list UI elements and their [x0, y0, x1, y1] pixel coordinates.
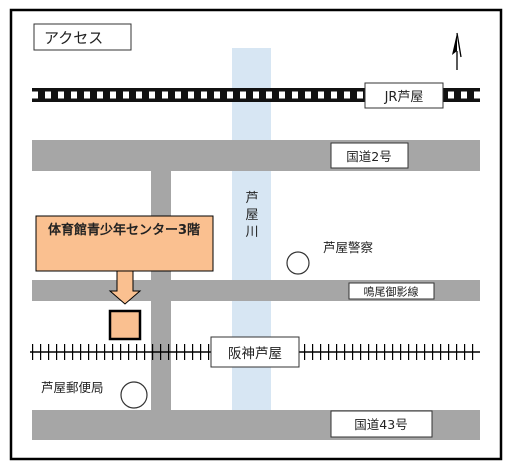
hanshin-station-box	[210, 336, 300, 368]
north-arrow-icon	[452, 32, 462, 70]
route43-box	[330, 410, 433, 438]
map-title: アクセス	[44, 29, 103, 47]
river-label-3: 川	[245, 225, 258, 240]
destination-marker	[108, 309, 142, 341]
police-circle-icon	[286, 251, 310, 275]
post-office-label: 芦屋郵便局	[41, 380, 104, 395]
down-arrow-icon	[108, 270, 142, 305]
street-label: 鳴尾御影線	[364, 285, 419, 299]
jr-station-label: JR芦屋	[384, 90, 424, 105]
route43-label: 国道43号	[354, 417, 407, 432]
route2-label: 国道2号	[346, 149, 391, 164]
street-box	[348, 282, 435, 300]
destination-callout: 体育館青少年センター3階	[35, 215, 214, 305]
river-label-1: 芦	[245, 191, 258, 206]
title-box	[33, 23, 132, 51]
route2-box	[330, 142, 409, 169]
hanshin-station-label: 阪神芦屋	[228, 346, 282, 362]
side-street-vertical	[151, 171, 171, 410]
river-label-2: 屋	[245, 208, 258, 223]
route2-road	[32, 140, 480, 171]
destination-label: 体育館青少年センター3階	[48, 222, 200, 238]
jr-station-box	[364, 82, 444, 109]
post-office-circle-icon	[120, 381, 148, 409]
police-label: 芦屋警察	[323, 240, 374, 255]
